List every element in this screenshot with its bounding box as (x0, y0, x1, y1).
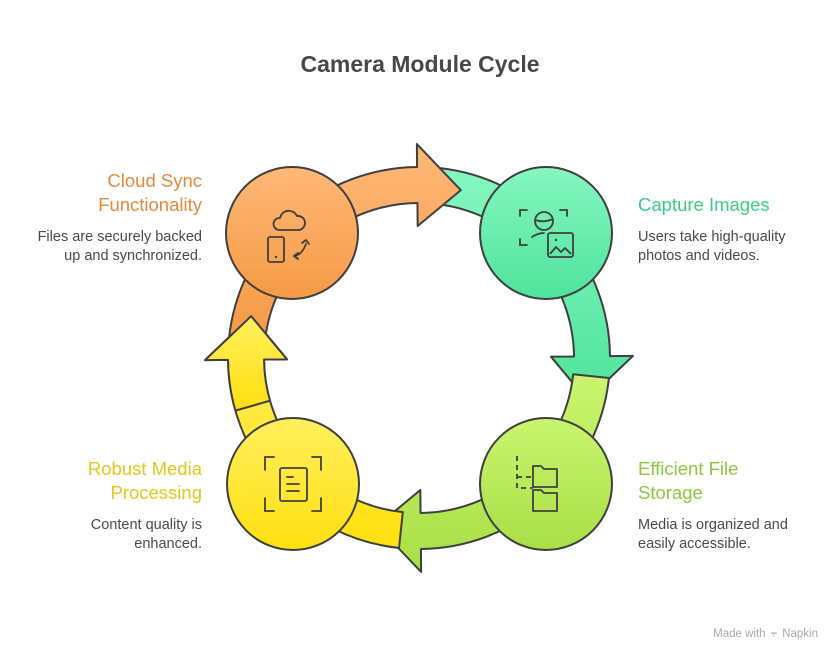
node-capture-images (479, 166, 613, 300)
napkin-brand-label: Napkin (782, 628, 818, 640)
step-title-cloud-sync: Cloud Sync Functionality (98, 169, 202, 217)
step-title-capture-images: Capture Images (638, 193, 770, 217)
title-line: Robust Media (87, 458, 202, 479)
title-line: Efficient File (638, 458, 739, 479)
camera-capture-icon (519, 209, 574, 258)
desc-line: Media is organized and (638, 517, 788, 533)
desc-line: easily accessible. (638, 536, 751, 552)
document-scan-icon (264, 456, 322, 512)
step-title-file-storage: Efficient File Storage (638, 457, 738, 505)
arrowhead-media-processing-to-cloud-sync (204, 315, 289, 412)
step-desc-capture-images: Users take high-quality photos and video… (638, 228, 786, 266)
desc-line: Files are securely backed (37, 229, 202, 245)
node-file-storage (479, 417, 613, 551)
node-cloud-sync (225, 166, 359, 300)
cloud-phone-sync-icon (267, 209, 310, 263)
step-desc-media-processing: Content quality is enhanced. (91, 516, 202, 554)
step-desc-file-storage: Media is organized and easily accessible… (638, 516, 788, 554)
desc-line: Users take high-quality (638, 229, 786, 245)
folder-tree-icon (516, 456, 558, 512)
made-with-napkin-footer[interactable]: Made with ⫧ Napkin (713, 628, 818, 641)
title-line: Storage (638, 482, 703, 503)
desc-line: Content quality is (90, 517, 202, 533)
title-line: Cloud Sync (107, 170, 202, 191)
title-line: Capture Images (638, 194, 770, 215)
desc-line: enhanced. (134, 536, 202, 552)
diagram-title: Camera Module Cycle (300, 51, 540, 77)
desc-line: photos and videos. (638, 248, 760, 264)
title-line: Processing (110, 482, 202, 503)
made-with-label: Made with (713, 628, 766, 640)
title-line: Functionality (98, 194, 202, 215)
napkin-logo-icon: ⫧ (770, 628, 777, 640)
step-desc-cloud-sync: Files are securely backed up and synchro… (38, 228, 202, 266)
cycle-nodes (225, 166, 613, 551)
step-title-media-processing: Robust Media Processing (88, 457, 202, 505)
desc-line: up and synchronized. (64, 248, 202, 264)
